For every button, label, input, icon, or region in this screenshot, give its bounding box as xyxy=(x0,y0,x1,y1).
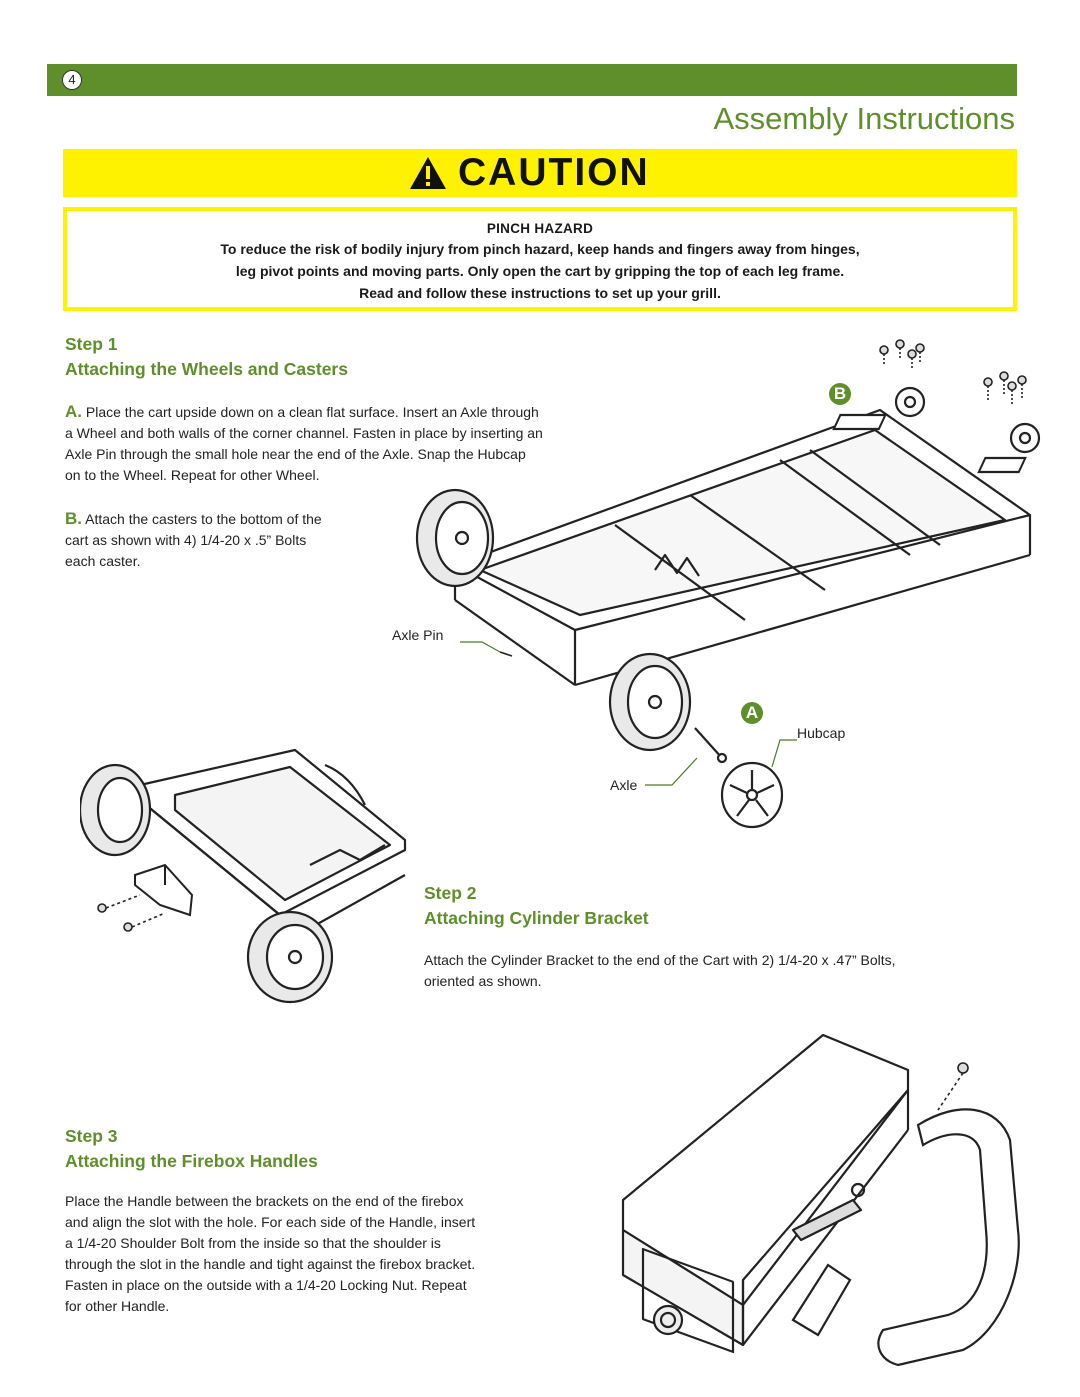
step3-line: for other Handle. xyxy=(65,1298,170,1314)
cylinder-bracket-diagram xyxy=(80,748,407,1004)
step1-a-line: Place the cart upside down on a clean fl… xyxy=(85,404,539,420)
step1-a-line: a Wheel and both walls of the corner cha… xyxy=(65,425,543,441)
caster-2 xyxy=(977,422,1041,474)
step3-line: a 1/4-20 Shoulder Bolt from the inside s… xyxy=(65,1235,441,1251)
axle xyxy=(694,727,728,764)
step1-label: Step 1 xyxy=(65,334,118,354)
step1-a-line: Axle Pin through the small hole near the… xyxy=(65,446,526,462)
header-bar xyxy=(47,64,1017,96)
left-wheel xyxy=(415,488,495,588)
step1-instruction-b: B. Attach the casters to the bottom of t… xyxy=(65,508,415,572)
step1-instruction-a: A. Place the cart upside down on a clean… xyxy=(65,401,705,486)
step3-line: Place the Handle between the brackets on… xyxy=(65,1193,464,1209)
cylinder-bracket xyxy=(134,863,194,917)
caster-bolts xyxy=(879,339,1027,404)
caution-word: CAUTION xyxy=(458,151,650,194)
hubcap-label: Hubcap xyxy=(797,725,846,741)
step1-b-marker: B. xyxy=(65,509,82,528)
step3-line: through the slot in the handle and tight… xyxy=(65,1256,476,1272)
step1-a-line: on to the Wheel. Repeat for other Wheel. xyxy=(65,467,320,483)
step1-b-line: each caster. xyxy=(65,553,141,569)
step1-heading: Step 1 Attaching the Wheels and Casters xyxy=(65,332,348,382)
step3-line: Fasten in place on the outside with a 1/… xyxy=(65,1277,467,1293)
hazard-title: PINCH HAZARD xyxy=(486,221,594,236)
warning-triangle-icon xyxy=(410,157,446,189)
page-title: Assembly Instructions xyxy=(713,101,1016,136)
step3-instruction: Place the Handle between the brackets on… xyxy=(65,1191,625,1317)
firebox-handle xyxy=(791,1108,1020,1367)
step3-label: Step 3 xyxy=(65,1126,118,1146)
hubcap xyxy=(720,761,784,829)
hazard-line: leg pivot points and moving parts. Only … xyxy=(235,263,845,279)
shoulder-bolt xyxy=(937,1062,969,1111)
step2-instruction: Attach the Cylinder Bracket to the end o… xyxy=(424,950,1044,992)
back-wheel xyxy=(80,763,152,857)
step3-heading: Step 3 Attaching the Firebox Handles xyxy=(65,1124,318,1174)
hazard-line: To reduce the risk of bodily injury from… xyxy=(220,241,860,257)
step1-b-line: Attach the casters to the bottom of the xyxy=(85,511,322,527)
step2-line: Attach the Cylinder Bracket to the end o… xyxy=(424,952,896,968)
cart-wheels-casters-diagram xyxy=(415,339,1041,829)
callout-b: B xyxy=(829,383,851,405)
step2-heading: Step 2 Attaching Cylinder Bracket xyxy=(424,881,649,931)
axle-label: Axle xyxy=(610,777,638,793)
hazard-line: Read and follow these instructions to se… xyxy=(359,285,721,301)
step2-label: Step 2 xyxy=(424,883,477,903)
pinch-hazard-box: PINCH HAZARD To reduce the risk of bodil… xyxy=(63,207,1017,311)
caster-1 xyxy=(832,386,926,431)
step3-title: Attaching the Firebox Handles xyxy=(65,1151,318,1171)
caution-heading: CAUTION xyxy=(408,153,650,193)
front-wheel xyxy=(608,652,692,752)
step3-line: and align the slot with the hole. For ea… xyxy=(65,1214,476,1230)
bracket-bolts xyxy=(97,894,166,932)
page-number: 4 xyxy=(62,70,82,90)
front-wheel-2 xyxy=(246,910,334,1004)
firebox-handle-diagram xyxy=(621,1033,1020,1367)
step1-b-line: cart as shown with 4) 1/4-20 x .5” Bolts xyxy=(65,532,307,548)
step2-line: oriented as shown. xyxy=(424,973,542,989)
axle-pin-label: Axle Pin xyxy=(392,627,444,643)
callout-a: A xyxy=(741,702,763,724)
caution-banner xyxy=(63,149,1017,197)
step1-title: Attaching the Wheels and Casters xyxy=(65,359,348,379)
step1-a-marker: A. xyxy=(65,402,82,421)
step2-title: Attaching Cylinder Bracket xyxy=(424,908,649,928)
